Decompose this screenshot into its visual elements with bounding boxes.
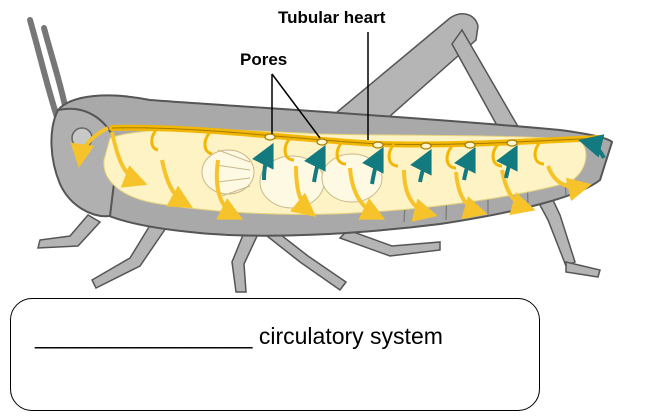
answer-line: _________________ circulatory system <box>35 323 443 350</box>
answer-suffix: circulatory system <box>259 323 443 349</box>
answer-box: _________________ circulatory system <box>10 298 540 411</box>
tubular-heart-label: Tubular heart <box>278 8 385 28</box>
answer-blank[interactable]: _________________ <box>35 323 252 349</box>
pores-label: Pores <box>240 50 287 70</box>
eye <box>72 128 92 148</box>
